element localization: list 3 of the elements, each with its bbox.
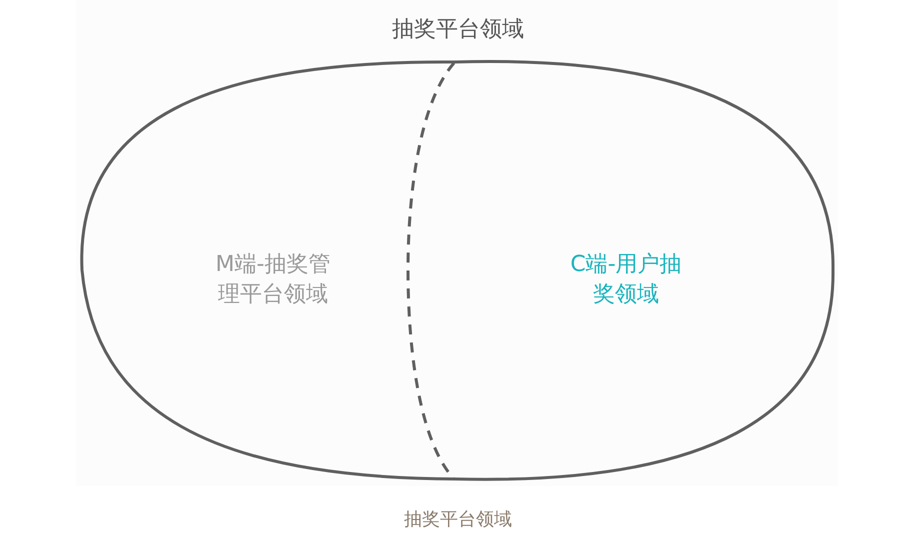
subdomain-label: C端-用户抽奖领域 — [563, 242, 689, 318]
caption: 抽奖平台领域 — [403, 508, 513, 531]
subdomain-label: M端-抽奖管理平台领域 — [208, 242, 338, 318]
